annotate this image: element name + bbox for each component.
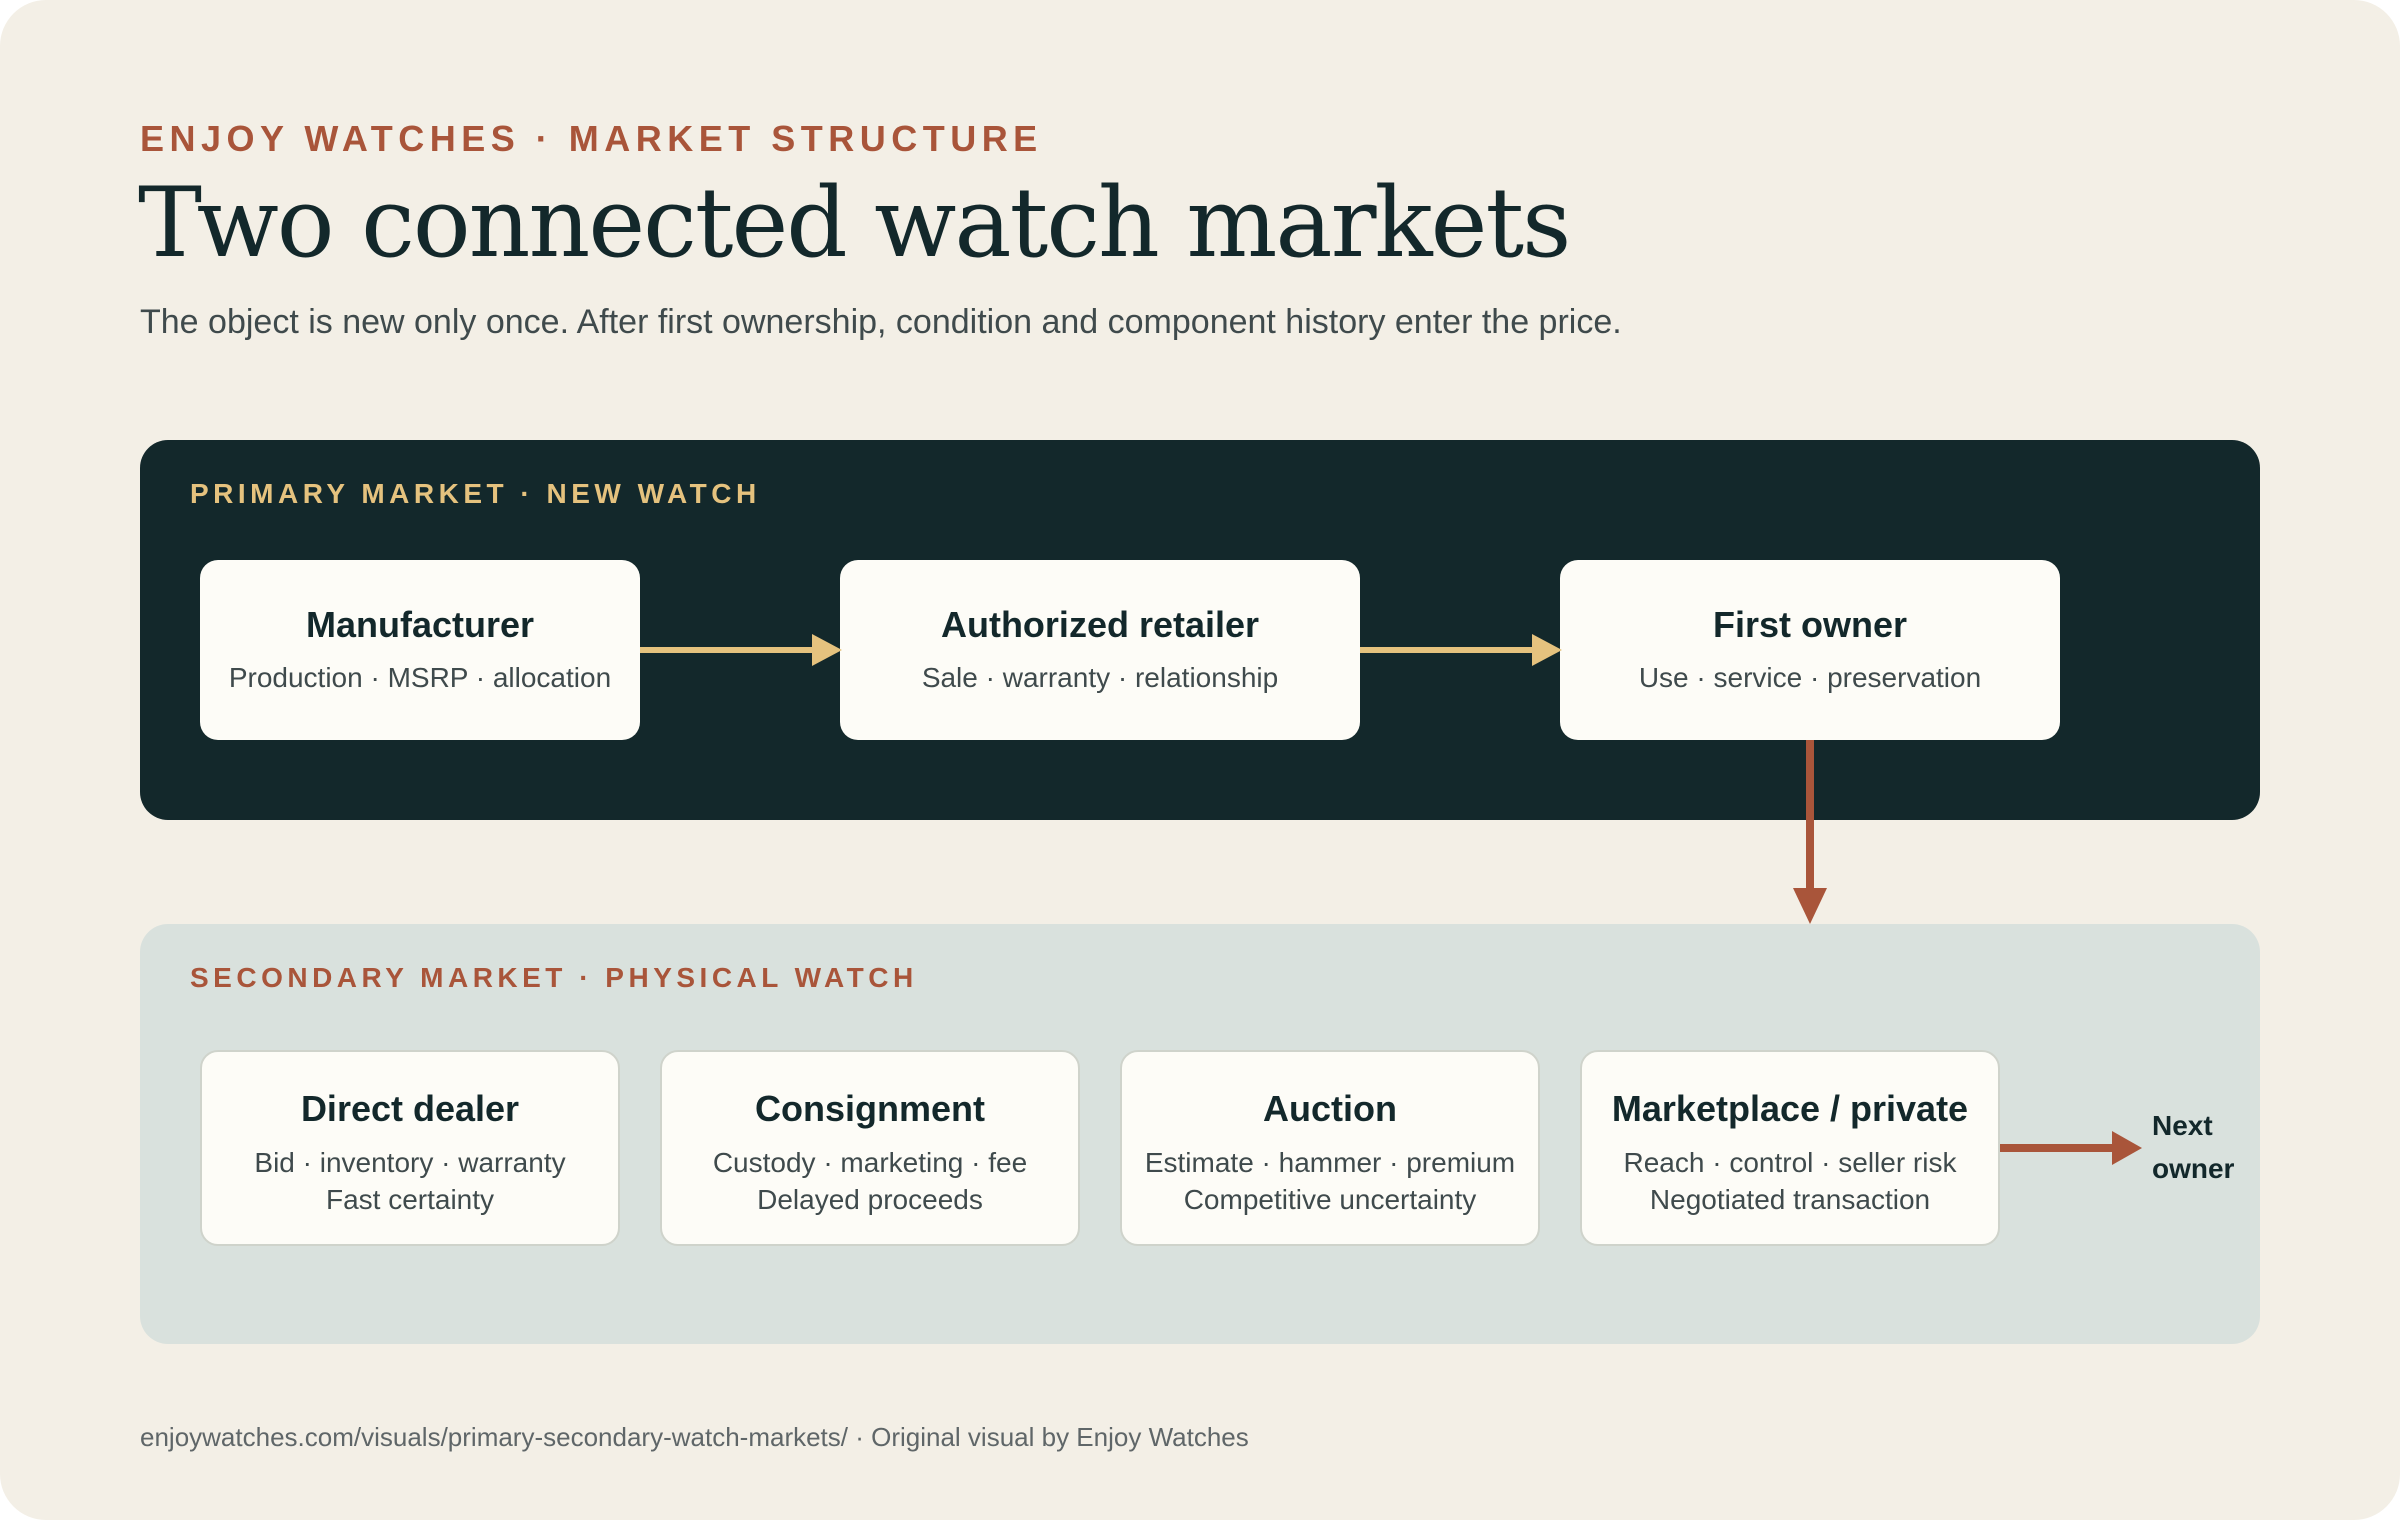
- node-detail: Reach · control · seller risk: [1623, 1147, 1957, 1178]
- node-title: Direct dealer: [300, 1088, 520, 1129]
- node-detail: Bid · inventory · warranty: [254, 1147, 566, 1178]
- next-owner-line2: owner: [2152, 1153, 2235, 1184]
- node-title: Auction: [1263, 1088, 1397, 1129]
- next-owner-line1: Next: [2152, 1110, 2213, 1141]
- node-direct-dealer: Direct dealer Bid · inventory · warranty…: [200, 1050, 620, 1246]
- node-detail: Custody · marketing · fee: [712, 1147, 1028, 1178]
- node-title: Consignment: [755, 1088, 985, 1129]
- node-detail-secondary: Delayed proceeds: [757, 1184, 983, 1215]
- node-detail: Sale · warranty · relationship: [921, 662, 1279, 693]
- node-title: First owner: [1712, 604, 1908, 645]
- node-title: Authorized retailer: [940, 604, 1260, 645]
- node-detail-secondary: Fast certainty: [325, 1184, 495, 1215]
- node-auction: Auction Estimate · hammer · premium Comp…: [1120, 1050, 1540, 1246]
- node-title: Manufacturer: [305, 604, 535, 645]
- page-subtitle: The object is new only once. After first…: [140, 303, 1622, 341]
- node-detail: Estimate · hammer · premium: [1144, 1147, 1516, 1178]
- node-detail-secondary: Competitive uncertainty: [1183, 1184, 1477, 1215]
- node-first-owner: First owner Use · service · preservation: [1560, 560, 2060, 740]
- node-detail: Production · MSRP · allocation: [228, 662, 612, 693]
- node-title: Marketplace / private: [1611, 1088, 1969, 1129]
- node-authorized-retailer: Authorized retailer Sale · warranty · re…: [840, 560, 1360, 740]
- eyebrow-label: ENJOY WATCHES · MARKET STRUCTURE: [140, 118, 1043, 159]
- page-title: Two connected watch markets: [138, 167, 1571, 279]
- node-consignment: Consignment Custody · marketing · fee De…: [660, 1050, 1080, 1246]
- node-marketplace-private: Marketplace / private Reach · control · …: [1580, 1050, 2000, 1246]
- node-detail-secondary: Negotiated transaction: [1649, 1184, 1931, 1215]
- secondary-market-label: SECONDARY MARKET · PHYSICAL WATCH: [190, 962, 918, 993]
- footer-credit: enjoywatches.com/visuals/primary-seconda…: [140, 1422, 1249, 1452]
- next-owner-label: Next owner: [2152, 1104, 2234, 1190]
- node-detail: Use · service · preservation: [1638, 662, 1982, 693]
- primary-market-label: PRIMARY MARKET · NEW WATCH: [190, 478, 761, 509]
- node-manufacturer: Manufacturer Production · MSRP · allocat…: [200, 560, 640, 740]
